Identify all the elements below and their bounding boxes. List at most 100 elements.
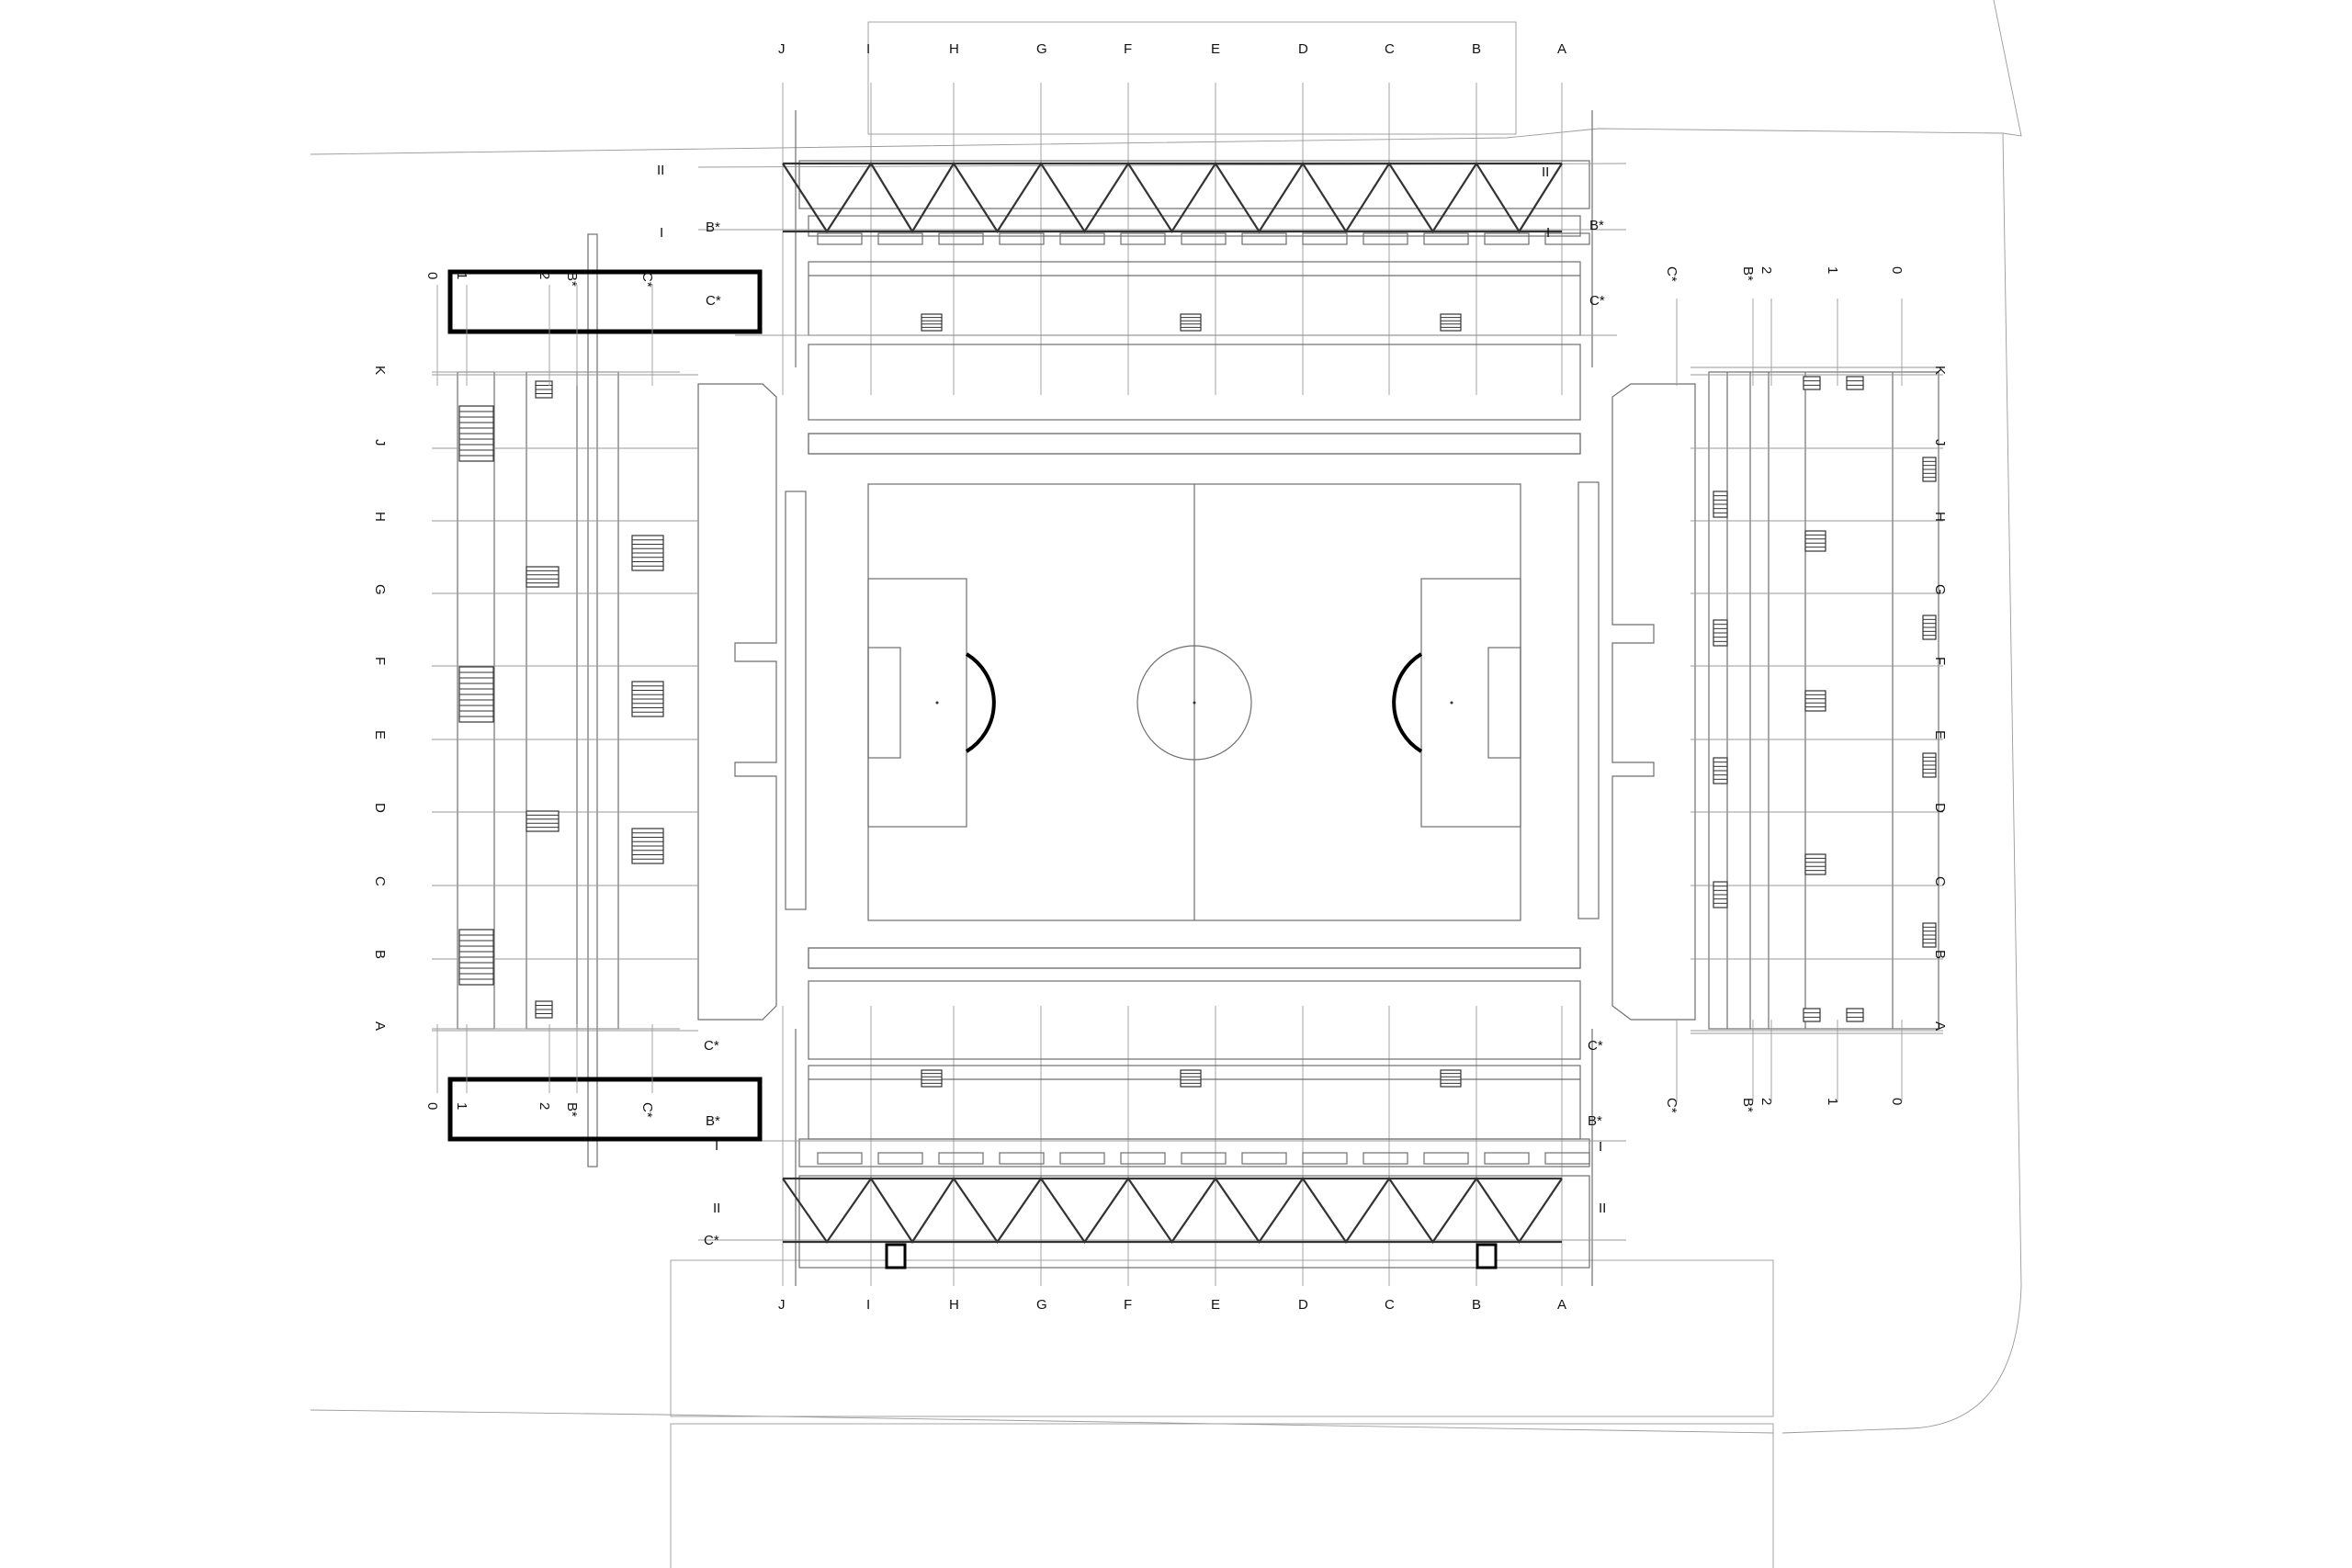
stair-east-c-0	[1922, 457, 1937, 482]
stair-west-mid-1	[526, 810, 560, 832]
south-stand-bays	[817, 1152, 1590, 1165]
stair-east-a-3	[1713, 881, 1728, 908]
axis-label-ii-nw: II	[657, 163, 664, 178]
stair-west-outer-0	[458, 405, 494, 462]
topBoxes-bay-12	[1544, 232, 1590, 245]
grid-label-top-D: D	[1298, 41, 1308, 57]
grid-number-west-top-2: 2	[537, 272, 552, 279]
botBoxes-bay-2	[938, 1152, 984, 1165]
south-stand	[698, 947, 1626, 1269]
grid-label-right-K: K	[1932, 366, 1948, 375]
botBoxes-bay-5	[1120, 1152, 1166, 1165]
grid-label-bottom-D: D	[1298, 1297, 1308, 1313]
grid-number-east-top-4: 0	[1889, 266, 1905, 274]
grid-number-east-bottom-0: C*	[1664, 1098, 1679, 1113]
grid-label-bottom-A: A	[1557, 1297, 1566, 1313]
topBoxes-bay-11	[1484, 232, 1530, 245]
stair-east-corner-1	[1846, 376, 1864, 390]
axis-label-i-sw: I	[715, 1138, 718, 1154]
grid-label-left-F: F	[372, 657, 388, 665]
grid-label-top-H: H	[949, 41, 959, 57]
grid-label-right-F: F	[1932, 657, 1948, 665]
south-stair-core-west	[885, 1243, 907, 1269]
topBoxes-bay-5	[1120, 232, 1166, 245]
west-annex-south	[447, 1077, 763, 1142]
grid-label-right-C: C	[1932, 876, 1948, 886]
grid-label-left-K: K	[372, 366, 388, 375]
grid-label-right-H: H	[1932, 512, 1948, 522]
grid-label-bottom-I: I	[866, 1297, 870, 1313]
topTruss-chord	[782, 161, 1563, 234]
botTruss-chord	[782, 1177, 1563, 1245]
topBoxes-bay-6	[1181, 232, 1227, 245]
stair-ns-3	[921, 1069, 943, 1088]
axis-label-ii-se: II	[1599, 1201, 1606, 1216]
botBoxes-bay-0	[817, 1152, 863, 1165]
grid-number-east-top-3: 1	[1825, 266, 1840, 274]
east-stand	[1690, 367, 1943, 1034]
north-stand-bays	[817, 232, 1590, 245]
site-boundary	[310, 0, 2022, 1568]
stair-east-c-1	[1922, 615, 1937, 640]
west-stand	[432, 233, 763, 1168]
grid-label-top-E: E	[1211, 41, 1220, 57]
axis-label-b-star-nw: B*	[706, 220, 720, 235]
grid-label-top-F: F	[1124, 41, 1132, 57]
stair-east-a-2	[1713, 757, 1728, 784]
stair-east-corner-2	[1803, 1008, 1821, 1022]
topBoxes-bay-2	[938, 232, 984, 245]
stair-ns-2	[1440, 313, 1462, 332]
grid-label-left-E: E	[372, 730, 388, 739]
grid-number-west-bottom-1: 1	[454, 1102, 469, 1110]
stair-west-inner-0	[631, 535, 664, 571]
axis-label-ii-ne: II	[1542, 164, 1549, 180]
stair-west-corner-1	[535, 1000, 553, 1019]
grid-number-west-top-4: C*	[639, 272, 655, 288]
grid-label-right-G: G	[1932, 584, 1948, 595]
grid-label-left-G: G	[372, 584, 388, 595]
grid-label-top-G: G	[1036, 41, 1047, 57]
topBoxes-bay-8	[1302, 232, 1348, 245]
grid-number-west-top-0: 0	[424, 272, 440, 279]
botBoxes-bay-4	[1059, 1152, 1105, 1165]
stair-blocks	[458, 313, 1937, 1088]
stair-west-inner-1	[631, 681, 664, 717]
grid-label-bottom-G: G	[1036, 1297, 1047, 1313]
grid-number-west-bottom-2: 2	[537, 1102, 552, 1110]
axis-label-i-se: I	[1599, 1139, 1602, 1155]
grid-label-left-D: D	[372, 803, 388, 813]
botBoxes-bay-3	[999, 1152, 1045, 1165]
grid-number-east-top-1: B*	[1740, 266, 1756, 281]
grid-label-bottom-E: E	[1211, 1297, 1220, 1313]
grid-number-east-top-2: 2	[1758, 266, 1774, 274]
stair-ns-4	[1180, 1069, 1202, 1088]
topBoxes-bay-1	[877, 232, 923, 245]
axis-labels: II I B* C* II I B* C* C* B* I II C* C* B…	[657, 163, 1606, 1248]
stair-east-corner-3	[1846, 1008, 1864, 1022]
grid-lines	[782, 83, 1593, 1286]
axis-label-i-ne: I	[1546, 225, 1550, 241]
topBoxes-bay-7	[1241, 232, 1287, 245]
axis-label-c-star-ne: C*	[1589, 293, 1605, 309]
botBoxes-bay-1	[877, 1152, 923, 1165]
grid-label-left-J: J	[372, 439, 388, 446]
stair-west-outer-2	[458, 929, 494, 986]
pitch	[697, 383, 1696, 1021]
topBoxes-bay-9	[1363, 232, 1408, 245]
stair-east-a-0	[1713, 491, 1728, 518]
grid-label-bottom-H: H	[949, 1297, 959, 1313]
grid-label-right-J: J	[1932, 439, 1948, 446]
topBoxes-bay-4	[1059, 232, 1105, 245]
axis-label-b-star-sw: B*	[706, 1113, 720, 1129]
botBoxes-bay-11	[1484, 1152, 1530, 1165]
grid-number-west-top-3: B*	[564, 272, 580, 287]
grid-label-top-I: I	[866, 41, 870, 57]
grid-label-top-C: C	[1385, 41, 1395, 57]
grid-label-right-B: B	[1932, 950, 1948, 959]
south-roof-truss	[782, 1177, 1563, 1245]
